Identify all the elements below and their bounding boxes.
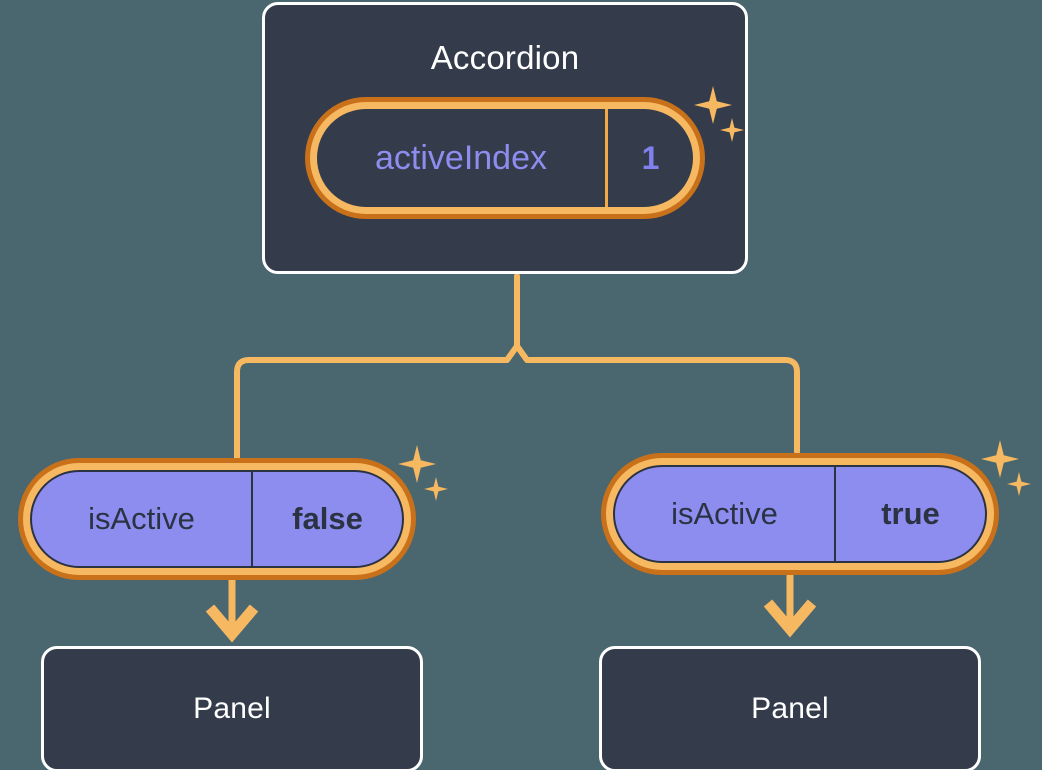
state-pill-activeindex[interactable]: activeIndex 1 [305, 97, 705, 219]
state-value-activeindex: 1 [641, 139, 660, 176]
arrow-right-panel [763, 573, 817, 638]
arrow-left-panel [205, 578, 259, 643]
state-pill-ring: isActive true [606, 458, 994, 570]
state-pill-ring: isActive false [23, 463, 411, 575]
state-pill-ring: activeIndex 1 [310, 102, 700, 214]
component-node-panel-right[interactable]: Panel [599, 646, 981, 770]
sparkle-icon [398, 445, 436, 483]
component-title-accordion: Accordion [430, 39, 580, 76]
sparkle-icon [1007, 472, 1031, 496]
state-value-isactive-left: false [292, 501, 363, 536]
state-pill-isactive-right[interactable]: isActive true [601, 453, 999, 575]
state-key-isactive-right: isActive [615, 467, 836, 561]
wire-to-left-branch [234, 343, 520, 463]
state-pill-isactive-left[interactable]: isActive false [18, 458, 416, 580]
state-pill-body: isActive false [30, 470, 404, 568]
sparkle-icon [424, 477, 448, 501]
state-key-isactive-left: isActive [32, 472, 253, 566]
component-node-panel-left[interactable]: Panel [41, 646, 423, 770]
state-key-activeindex: activeIndex [317, 109, 608, 207]
state-value-isactive-right: true [881, 496, 940, 531]
component-title-panel-right: Panel [751, 692, 829, 725]
sparkle-icon [981, 440, 1019, 478]
state-pill-body: activeIndex 1 [317, 109, 693, 207]
wire-to-right-branch [514, 343, 800, 455]
component-title-panel-left: Panel [193, 692, 271, 725]
state-pill-body: isActive true [613, 465, 987, 563]
